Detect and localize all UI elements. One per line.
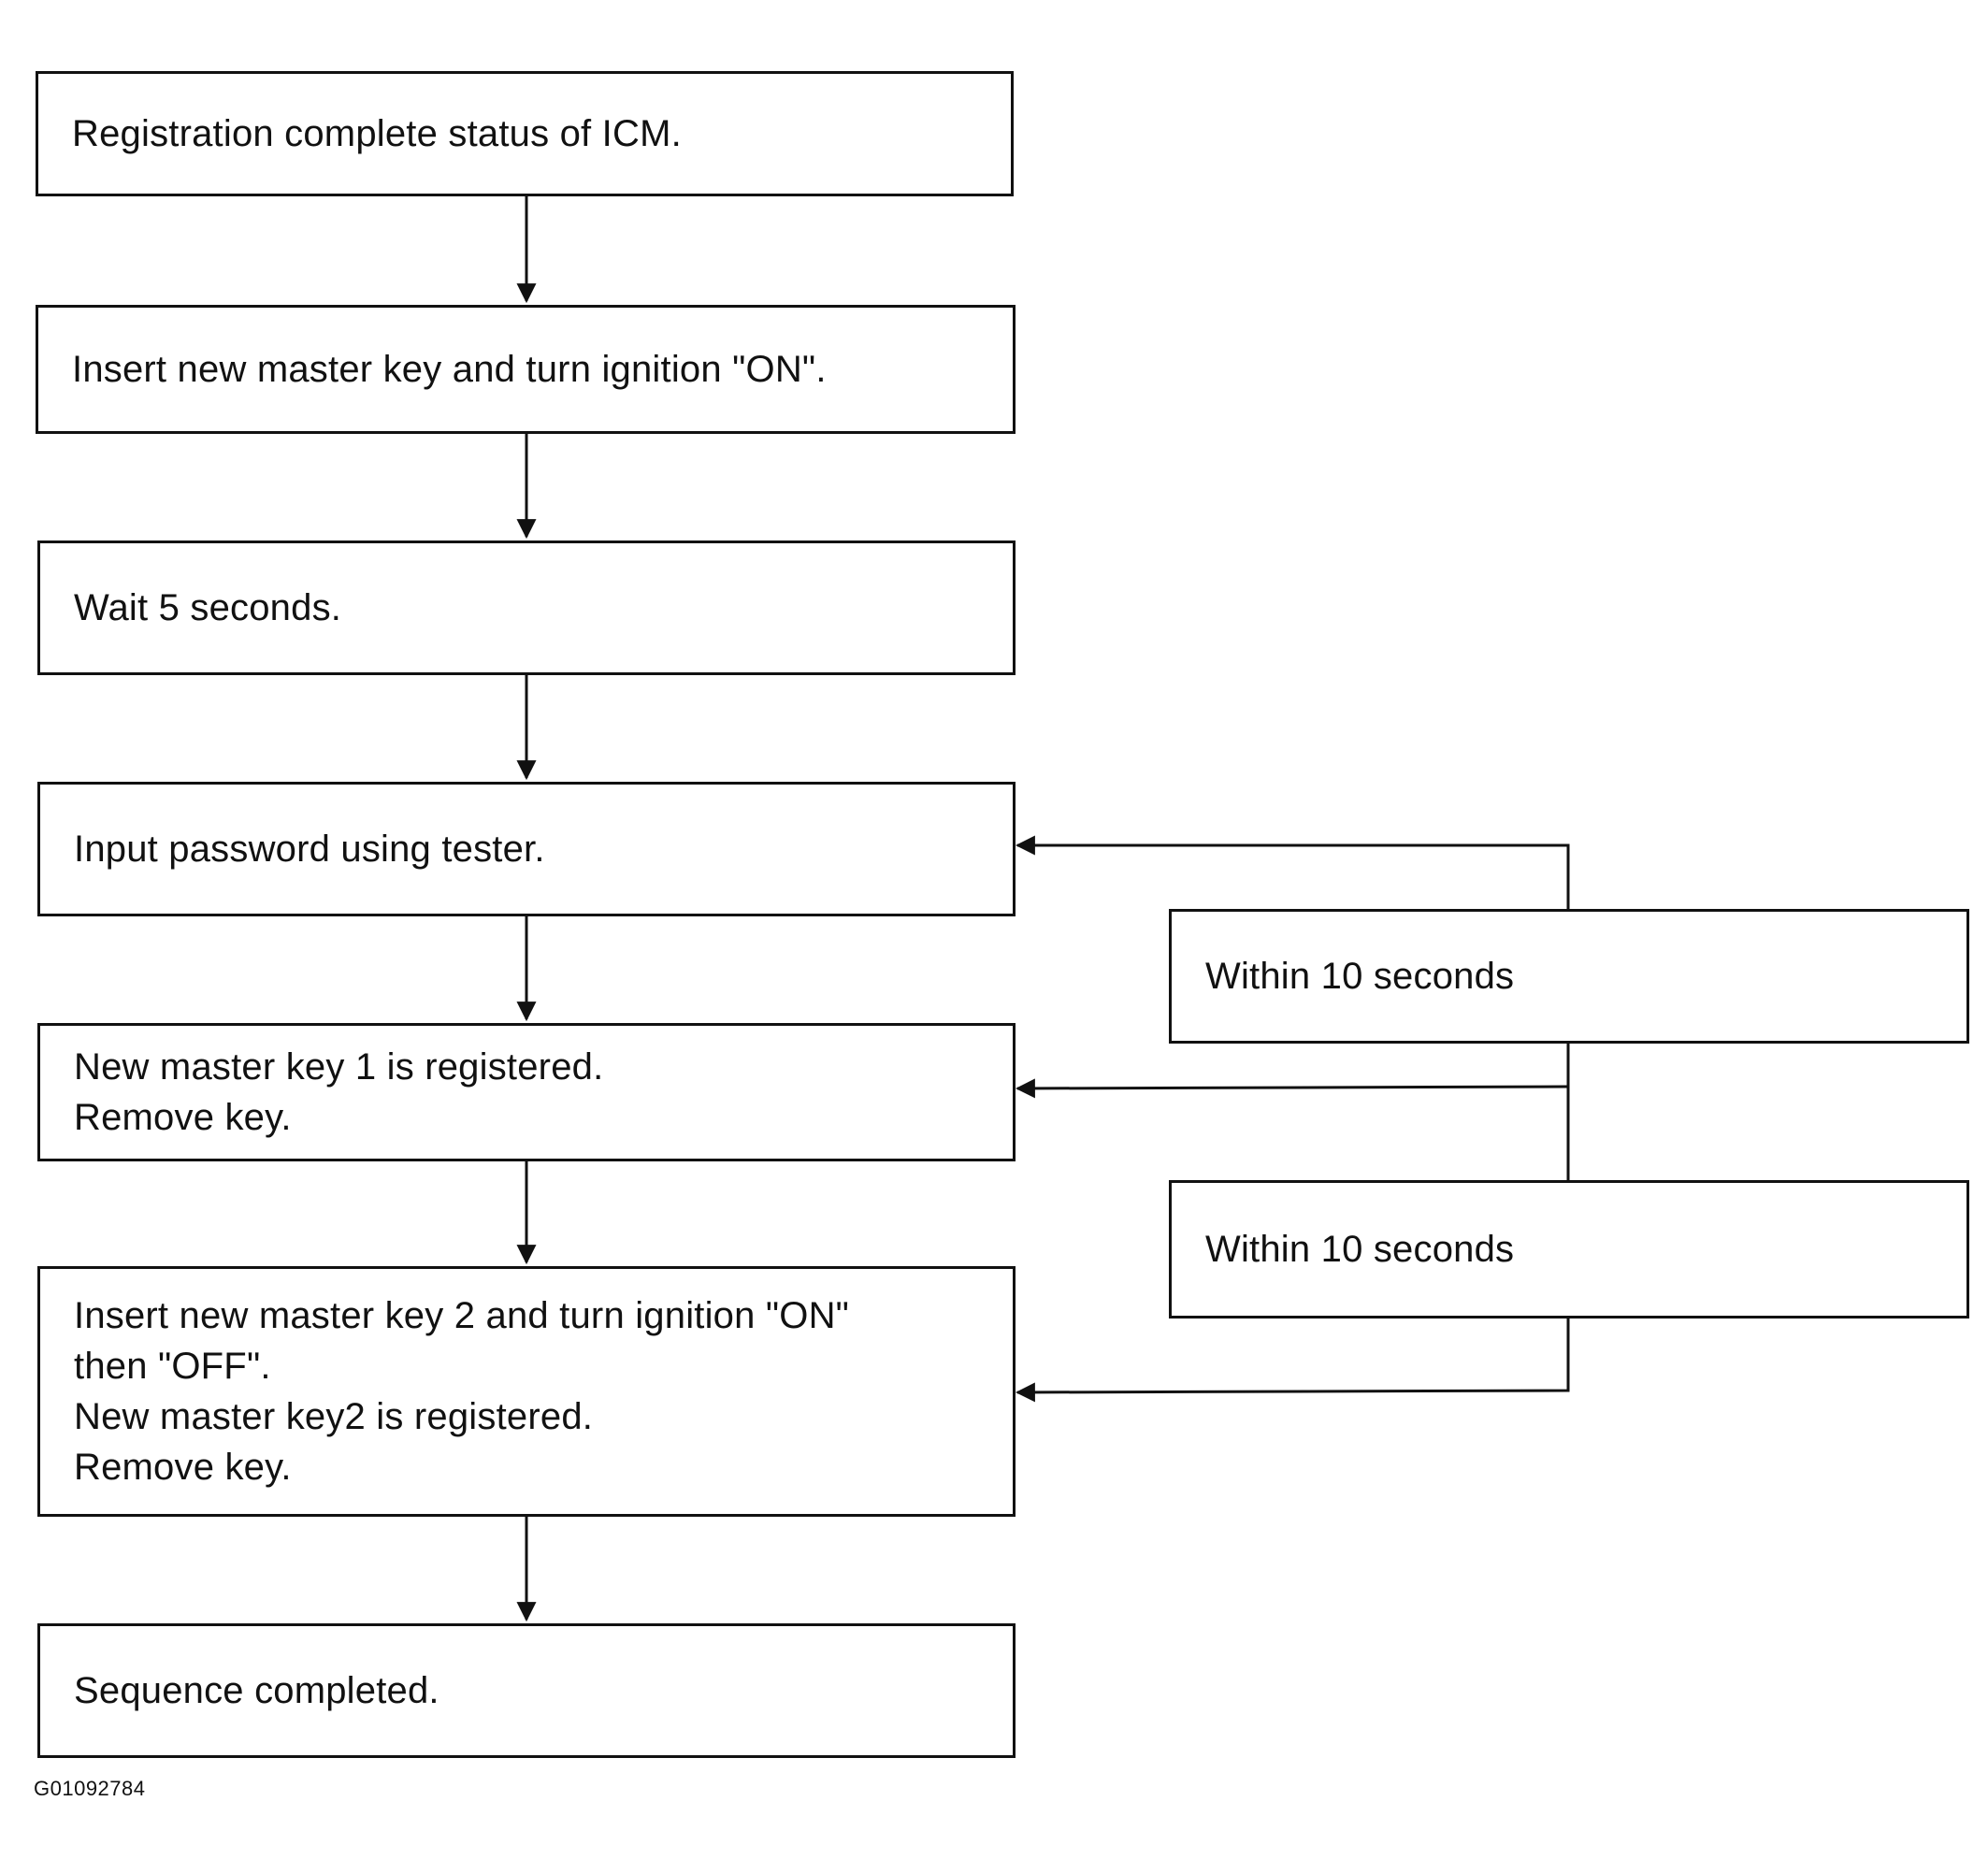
step-master-key-1-registered: New master key 1 is registered. Remove k…	[37, 1023, 1016, 1161]
step-6-line-4: Remove key.	[74, 1447, 292, 1488]
step-master-key-2-registered: Insert new master key 2 and turn ignitio…	[37, 1266, 1016, 1517]
step-6-line-2: then "OFF".	[74, 1346, 271, 1387]
branch-to-step5	[1015, 1078, 1569, 1099]
timing-note-2-label: Within 10 seconds	[1205, 1229, 1515, 1270]
step-sequence-completed: Sequence completed.	[37, 1623, 1016, 1758]
timing-note-1: Within 10 seconds	[1169, 909, 1969, 1044]
branch-to-step6	[1015, 1317, 1570, 1403]
step-3-line-1: Wait 5 seconds.	[74, 587, 342, 628]
step-input-password: Input password using tester.	[37, 782, 1016, 916]
timing-note-2: Within 10 seconds	[1169, 1180, 1969, 1319]
step-5-line-1: New master key 1 is registered.	[74, 1046, 604, 1088]
figure-id: G01092784	[34, 1777, 146, 1800]
timing-note-1-label: Within 10 seconds	[1205, 956, 1515, 997]
step-1-line-1: Registration complete status of ICM.	[72, 113, 682, 154]
step-5-line-2: Remove key.	[74, 1097, 292, 1138]
step-7-line-1: Sequence completed.	[74, 1670, 439, 1711]
step-registration-status: Registration complete status of ICM.	[36, 71, 1014, 196]
step-6-line-1: Insert new master key 2 and turn ignitio…	[74, 1295, 850, 1336]
branch-to-step4	[1015, 835, 1570, 909]
step-4-line-1: Input password using tester.	[74, 829, 545, 870]
step-insert-master-key: Insert new master key and turn ignition …	[36, 305, 1016, 434]
step-2-line-1: Insert new master key and turn ignition …	[72, 349, 827, 390]
step-wait-5-seconds: Wait 5 seconds.	[37, 540, 1016, 675]
step-6-line-3: New master key2 is registered.	[74, 1396, 594, 1437]
